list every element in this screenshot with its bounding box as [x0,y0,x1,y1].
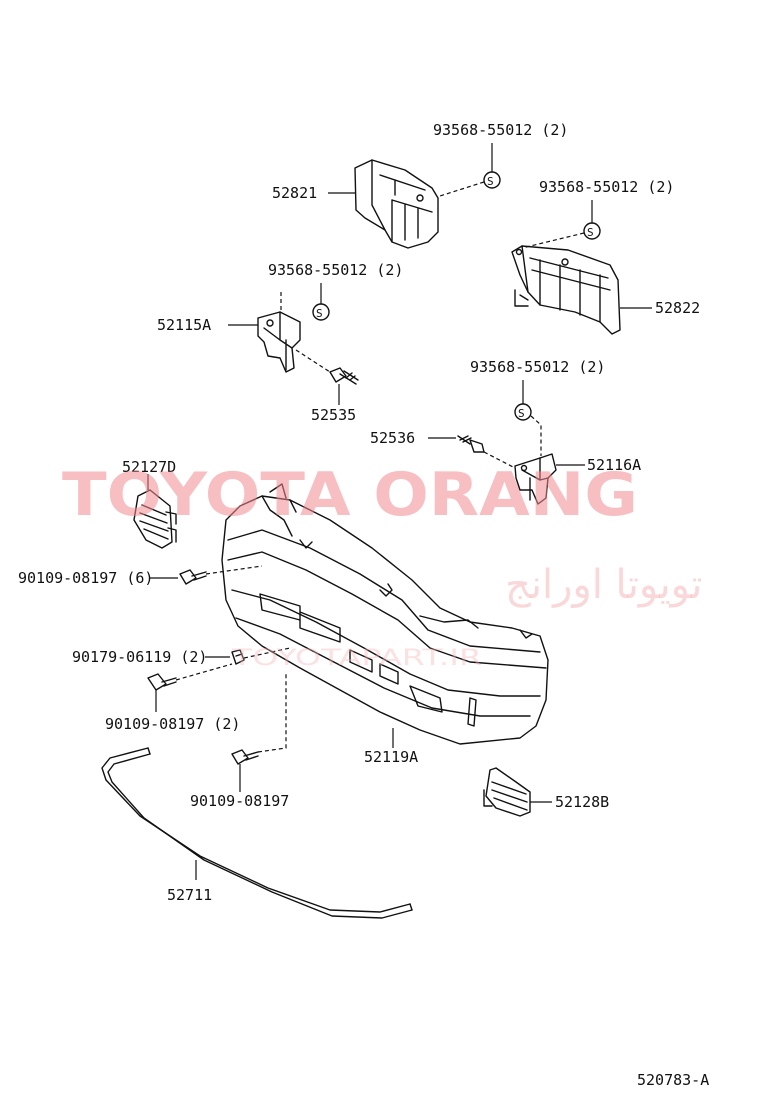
part-52535 [329,367,359,385]
label-52535: 52535 [311,406,356,424]
bolt-1-icon [231,749,259,765]
label-52127D: 52127D [122,458,176,476]
watermark-site: TOYOTAPART.IR [230,646,482,671]
label-clip-a: 93568-55012 (2) [433,121,568,139]
nut-2-icon [231,649,245,665]
label-52115A: 52115A [157,316,211,334]
dash-52536 [483,451,516,469]
bolt-6-icon [179,569,207,585]
label-52536: 52536 [370,429,415,447]
dash-bolt-2 [175,663,233,681]
part-52821 [354,159,439,249]
label-52711: 52711 [167,886,212,904]
label-52116A: 52116A [587,456,641,474]
part-52822 [511,245,621,335]
label-clip-d: 93568-55012 (2) [470,358,605,376]
part-52115A [257,311,301,373]
label-nut-2: 90179-06119 (2) [72,648,207,666]
clip-b-symbol: S [587,226,594,239]
label-clip-b: 93568-55012 (2) [539,178,674,196]
label-bolt-1: 90109-08197 [190,792,289,810]
watermark-arabic: تويوتا اورانج [505,562,702,608]
label-bolt-2: 90109-08197 (2) [105,715,240,733]
clip-b-icon [583,222,601,240]
clip-c-symbol: S [316,307,323,320]
bolt-2-icon [147,673,177,691]
clip-a-icon [483,171,501,189]
dash-nut-2 [243,647,291,659]
clip-d-symbol: S [518,407,525,420]
dash-clip-b [521,232,585,249]
part-52536 [457,435,485,453]
dash-52535 [295,349,331,373]
label-52128B: 52128B [555,793,609,811]
part-52127D [133,489,177,549]
dash-bolt-1 [257,672,287,753]
part-52119A [221,483,549,745]
dash-bolt-6 [205,565,263,575]
label-clip-c: 93568-55012 (2) [268,261,403,279]
clip-a-symbol: S [487,175,494,188]
part-52711 [101,747,413,919]
clip-c-icon [312,303,330,321]
label-bolt-6: 90109-08197 (6) [18,569,153,587]
clip-d-icon [514,403,532,421]
dash-clip-d [530,415,542,456]
part-52128B [483,767,531,817]
watermark-latin: TOYOTA ORANG [62,460,638,530]
diagram-code: 520783-A [637,1071,709,1089]
dash-clip-a [439,181,485,197]
label-52821: 52821 [272,184,317,202]
label-52822: 52822 [655,299,700,317]
part-52116A [514,453,557,505]
label-52119A: 52119A [364,748,418,766]
